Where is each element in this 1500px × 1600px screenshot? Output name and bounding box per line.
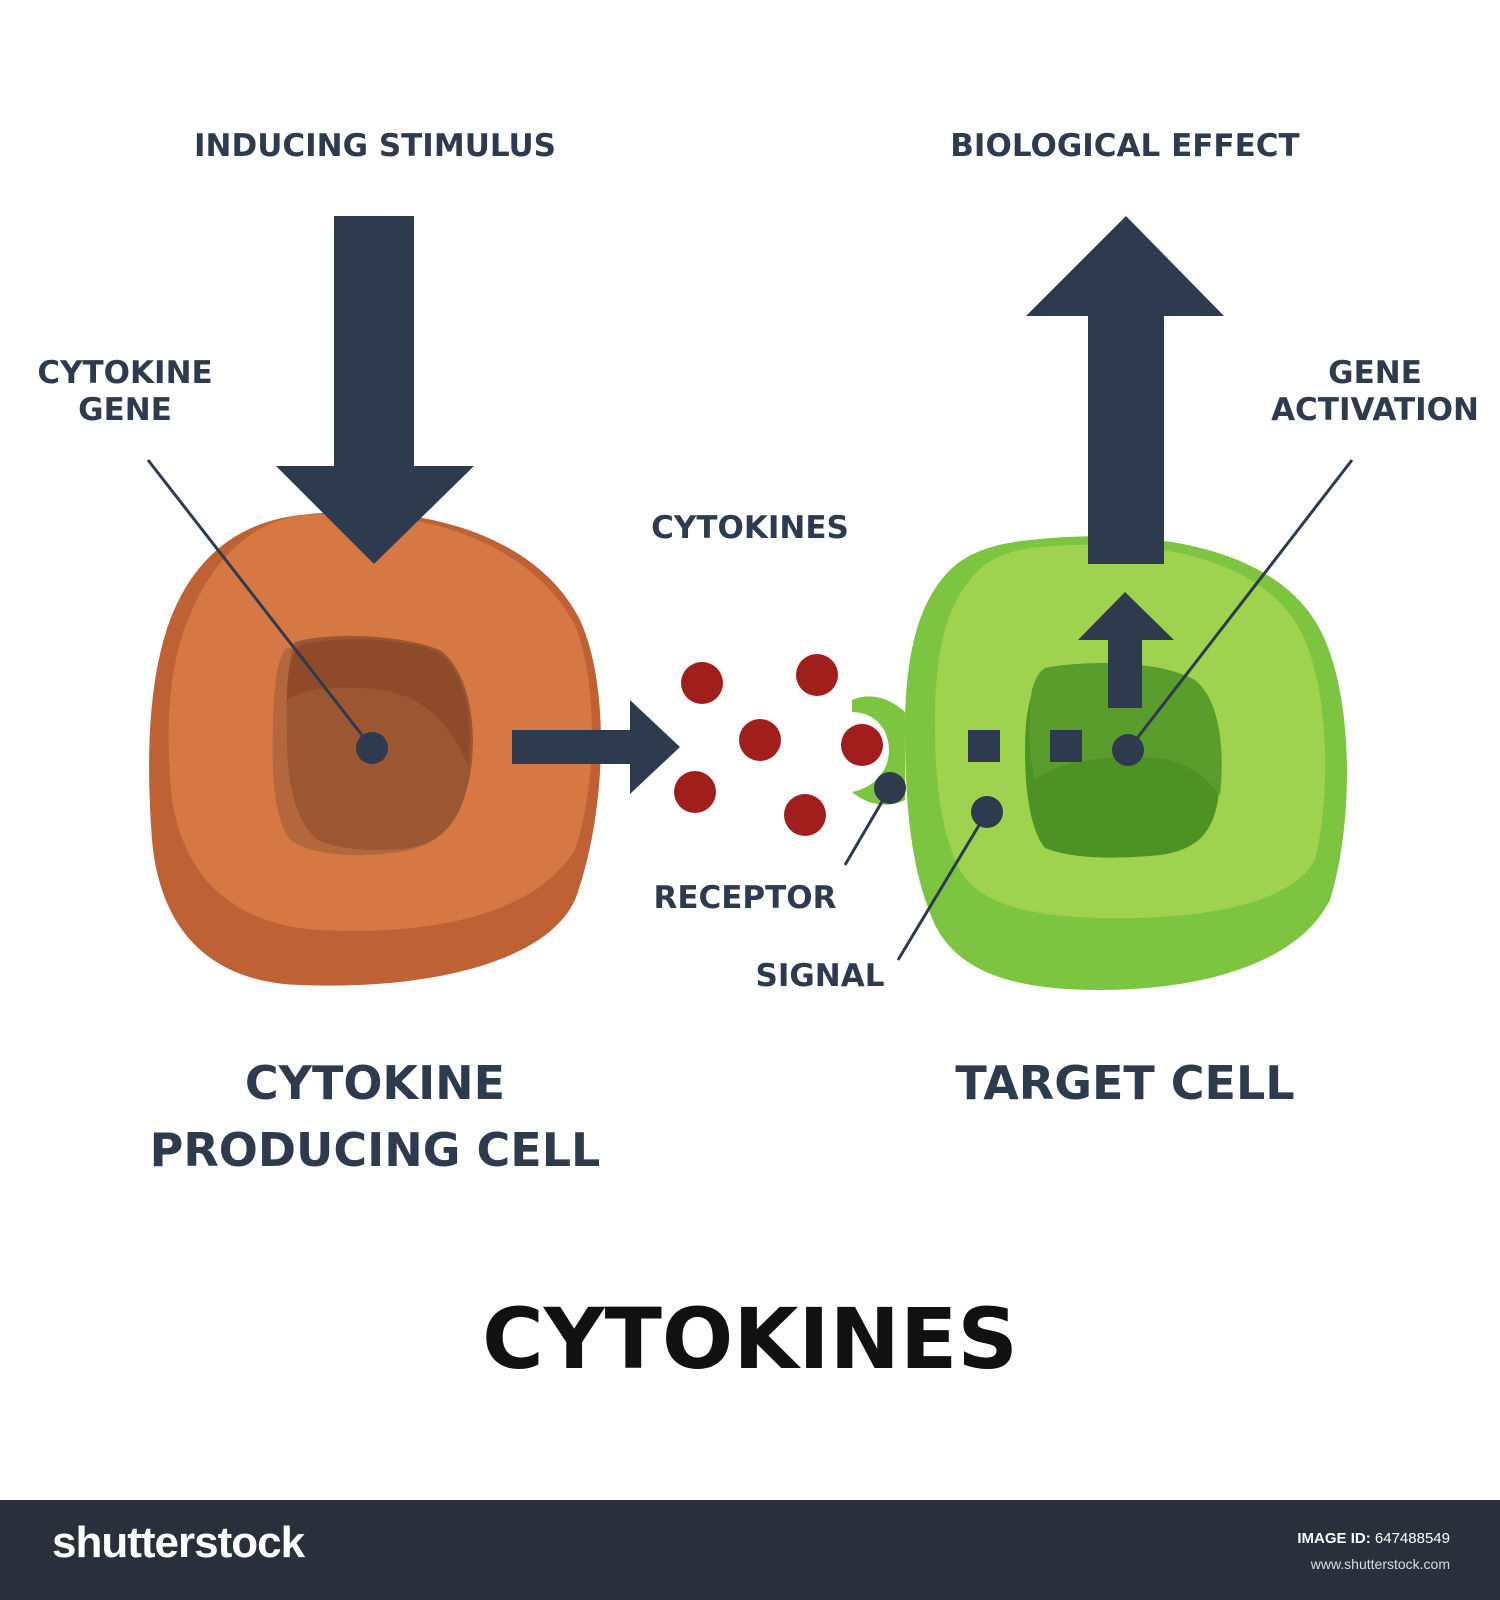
cytokine-gene-label-line1: CYTOKINE [37,355,213,391]
receptor-label: RECEPTOR [653,880,837,916]
image-id-value: 647488549 [1374,1530,1450,1547]
inducing-stimulus-arrow [276,216,474,564]
target-cell-label: TARGET CELL [955,1056,1295,1110]
cytokine-gene-pointer-line [146,459,374,749]
cytokines-diagram [146,216,1354,990]
signal-label: SIGNAL [755,958,885,994]
biological-effect-arrow [1026,216,1224,564]
cytokine-particle [739,719,781,761]
cytokine-particle [674,771,716,813]
cytokine-gene-label: CYTOKINE GENE [25,355,225,429]
cytokine-particle [841,724,883,766]
cytokine-particle [681,662,723,704]
cytokine-particle [784,794,826,836]
image-id: IMAGE ID: 647488549 [1297,1530,1450,1547]
producing-cell-label: CYTOKINE PRODUCING CELL [110,1050,640,1183]
cytokine-producing-cell [146,459,601,986]
footer-url: www.shutterstock.com [1310,1556,1450,1572]
target-nucleus [1029,663,1222,795]
image-id-label: IMAGE ID: [1297,1530,1371,1547]
cytokine-particles [674,654,883,836]
gene-activation-label-line2: ACTIVATION [1271,392,1479,429]
page-title: CYTOKINES [482,1290,1018,1388]
gene-activation-label: GENE ACTIVATION [1255,355,1495,429]
gene-activation-arrow [1078,592,1174,708]
gene-activation-pointer-line [1126,459,1354,751]
signal-square [1050,730,1082,762]
gene-activation-label-line1: GENE [1328,355,1422,391]
cytokine-gene-dot [356,732,388,764]
producing-cell-label-line1: CYTOKINE [244,1056,506,1110]
cytokine-particle [796,654,838,696]
footer-brand-logo: shutterstock [52,1518,305,1567]
signal-square [968,730,1000,762]
producing-cell-label-line2: PRODUCING CELL [149,1122,601,1177]
target-cell [843,459,1354,990]
cytokine-gene-label-line2: GENE [78,392,172,429]
secretion-arrow [512,700,680,794]
footer-bar: shutterstock IMAGE ID: 647488549 www.shu… [0,1500,1500,1600]
biological-effect-label: BIOLOGICAL EFFECT [950,128,1300,164]
cytokines-label: CYTOKINES [651,510,849,546]
producing-nucleus-highlight [287,639,470,765]
signal-pointer-line [896,811,989,961]
receptor-pointer-line [843,787,892,866]
inducing-stimulus-label: INDUCING STIMULUS [193,128,557,164]
